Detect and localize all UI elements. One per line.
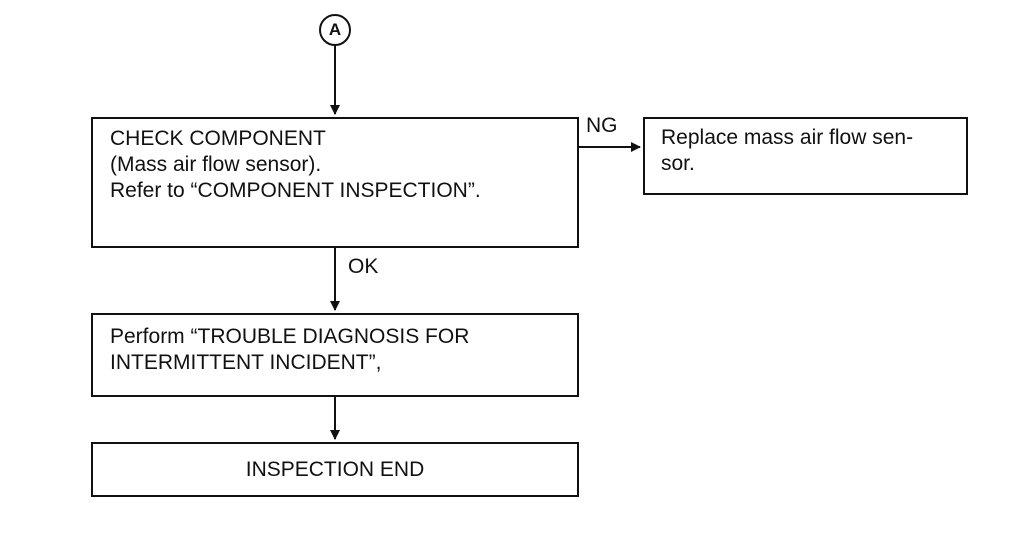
replace-sensor-line-1: Replace mass air flow sen-	[661, 126, 914, 149]
ng-label: NG	[586, 114, 618, 137]
check-component-line-2: (Mass air flow sensor).	[110, 153, 322, 176]
connector-a-label: A	[328, 20, 342, 39]
inspection-end-box: INSPECTION END	[91, 442, 579, 497]
perform-diagnosis-line-2: INTERMITTENT INCIDENT”,	[110, 351, 382, 374]
replace-sensor-line-2: sor.	[661, 152, 695, 175]
perform-diagnosis-line-1: Perform “TROUBLE DIAGNOSIS FOR	[110, 325, 470, 348]
check-component-line-3: Refer to “COMPONENT INSPECTION”.	[110, 179, 481, 202]
check-component-line-1: CHECK COMPONENT	[110, 127, 326, 150]
replace-sensor-box: Replace mass air flow sen- sor.	[643, 117, 968, 195]
inspection-end-label: INSPECTION END	[245, 457, 425, 481]
ok-label: OK	[348, 255, 379, 278]
check-component-box: CHECK COMPONENT (Mass air flow sensor). …	[91, 117, 579, 248]
perform-diagnosis-box: Perform “TROUBLE DIAGNOSIS FOR INTERMITT…	[91, 313, 579, 397]
